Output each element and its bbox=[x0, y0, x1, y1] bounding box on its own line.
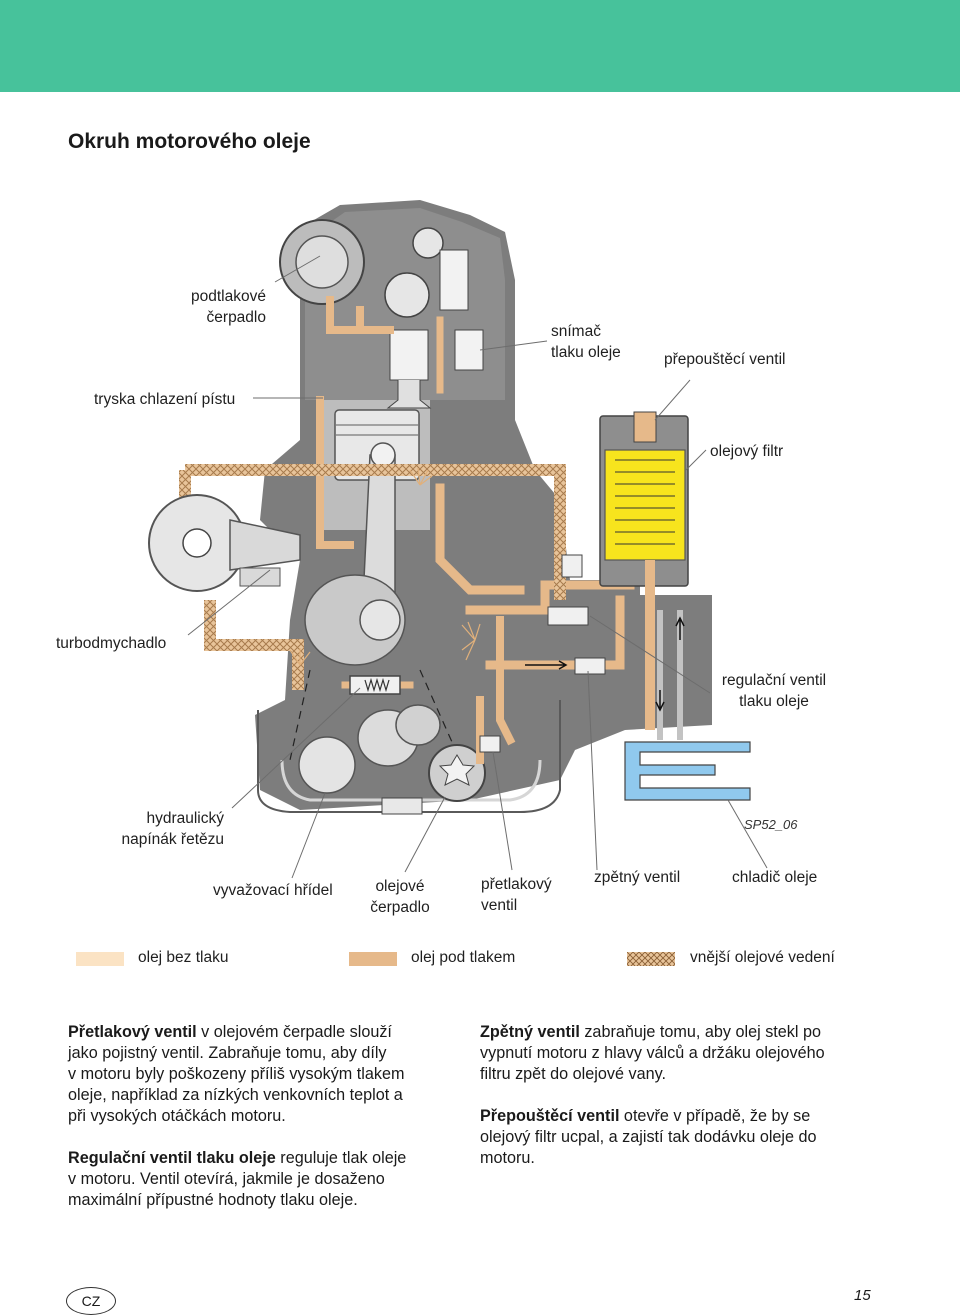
crankshaft-counterweight bbox=[304, 574, 406, 666]
external-oil-line bbox=[185, 464, 566, 600]
label-line: přetlakový bbox=[481, 876, 552, 893]
label-oil-pump: olejové čerpadlo bbox=[362, 876, 438, 918]
label-line: tlaku oleje bbox=[551, 344, 621, 361]
legend-label-pressurized: olej pod tlakem bbox=[411, 949, 516, 966]
label-line: podtlakové bbox=[191, 288, 266, 305]
label-oil-pressure-sensor: snímač tlaku oleje bbox=[551, 321, 621, 363]
figure-code: SP52_06 bbox=[744, 817, 798, 832]
term-bypass-valve: Přepouštěcí ventil bbox=[480, 1107, 620, 1125]
label-oil-cooler: chladič oleje bbox=[732, 869, 818, 886]
text-line: v olejovém čerpadle slouží bbox=[196, 1023, 392, 1041]
balance-shaft bbox=[298, 736, 356, 794]
text-line: motoru. bbox=[480, 1149, 535, 1167]
label-chain-tensioner: hydraulický napínák řetězu bbox=[100, 808, 224, 850]
legend-swatch-pressurized bbox=[349, 952, 397, 966]
text-line: olejový filtr ucpal, a zajistí tak dodáv… bbox=[480, 1128, 817, 1146]
label-line: hydraulický bbox=[146, 810, 224, 827]
oil-circuit-diagram bbox=[148, 200, 768, 879]
term-check-valve: Zpětný ventil bbox=[480, 1023, 580, 1041]
text-column-right: Zpětný ventil zabraňuje tomu, aby olej s… bbox=[480, 1022, 875, 1190]
label-turbocharger: turbodmychadlo bbox=[56, 635, 167, 652]
page-title: Okruh motorového oleje bbox=[68, 130, 311, 153]
legend-swatch-external-line bbox=[627, 952, 675, 966]
text-line: filtru zpět do olejové vany. bbox=[480, 1065, 666, 1083]
language-badge: CZ bbox=[66, 1287, 116, 1315]
label-line: olejové bbox=[375, 878, 425, 895]
label-bypass-valve: přepouštěcí ventil bbox=[664, 351, 786, 368]
label-oil-pressure-regulator: regulační ventil tlaku oleje bbox=[712, 670, 836, 712]
header-band bbox=[0, 0, 960, 92]
term-oil-pressure-regulator: Regulační ventil tlaku oleje bbox=[68, 1149, 276, 1167]
paragraph-oil-pressure-regulator: Regulační ventil tlaku oleje reguluje tl… bbox=[68, 1148, 463, 1211]
term-pressure-relief-valve: Přetlakový ventil bbox=[68, 1023, 197, 1041]
oil-pressure-regulator-valve bbox=[547, 606, 589, 626]
label-line: čerpadlo bbox=[370, 899, 430, 916]
label-line: ventil bbox=[481, 897, 518, 914]
text-line: reguluje tlak oleje bbox=[275, 1149, 407, 1167]
text-column-left: Přetlakový ventil v olejovém čerpadle sl… bbox=[68, 1022, 463, 1232]
legend-label-unpressurized: olej bez tlaku bbox=[138, 949, 229, 966]
pressure-relief-valve-body bbox=[479, 735, 501, 753]
label-vacuum-pump: podtlakové čerpadlo bbox=[176, 286, 266, 328]
text-line: otevře v případě, že by se bbox=[619, 1107, 811, 1125]
text-line: v motoru. Ventil otevírá, jakmile je dos… bbox=[68, 1170, 385, 1188]
label-balance-shaft: vyvažovací hřídel bbox=[213, 882, 333, 899]
paragraph-pressure-relief-valve: Přetlakový ventil v olejovém čerpadle sl… bbox=[68, 1022, 463, 1127]
label-piston-cooling-jet: tryska chlazení pístu bbox=[94, 391, 236, 408]
text-line: zabraňuje tomu, aby olej stekl po bbox=[579, 1023, 821, 1041]
label-oil-filter: olejový filtr bbox=[710, 443, 784, 460]
camshaft bbox=[384, 272, 430, 318]
text-line: maximální přípustné hodnoty tlaku oleje. bbox=[68, 1191, 358, 1209]
label-line: čerpadlo bbox=[206, 309, 266, 326]
legend-label-external-line: vnější olejové vedení bbox=[690, 949, 835, 966]
label-pressure-relief-valve: přetlakový ventil bbox=[481, 874, 552, 916]
text-line: v motoru byly poškozeny příliš vysokým t… bbox=[68, 1065, 405, 1083]
paragraph-bypass-valve: Přepouštěcí ventil otevře v případě, že … bbox=[480, 1106, 875, 1169]
label-check-valve: zpětný ventil bbox=[594, 869, 681, 886]
paragraph-check-valve: Zpětný ventil zabraňuje tomu, aby olej s… bbox=[480, 1022, 875, 1085]
oil-filter-element bbox=[604, 449, 686, 561]
label-line: regulační ventil bbox=[721, 672, 827, 689]
text-line: oleje, například za nízkých venkovních t… bbox=[68, 1086, 403, 1104]
text-line: při vysokých otáčkách motoru. bbox=[68, 1107, 286, 1125]
check-valve-body bbox=[574, 657, 606, 675]
label-line: napínák řetězu bbox=[121, 831, 224, 848]
label-line: snímač bbox=[551, 323, 601, 340]
label-line: tlaku oleje bbox=[739, 693, 809, 710]
oil-cooler bbox=[624, 741, 751, 801]
text-line: jako pojistný ventil. Zabraňuje tomu, ab… bbox=[68, 1044, 387, 1062]
page-number: 15 bbox=[854, 1287, 871, 1304]
oil-pressure-sensor-body bbox=[561, 554, 583, 578]
legend-swatch-unpressurized bbox=[76, 952, 124, 966]
text-line: vypnutí motoru z hlavy válců a držáku ol… bbox=[480, 1044, 825, 1062]
